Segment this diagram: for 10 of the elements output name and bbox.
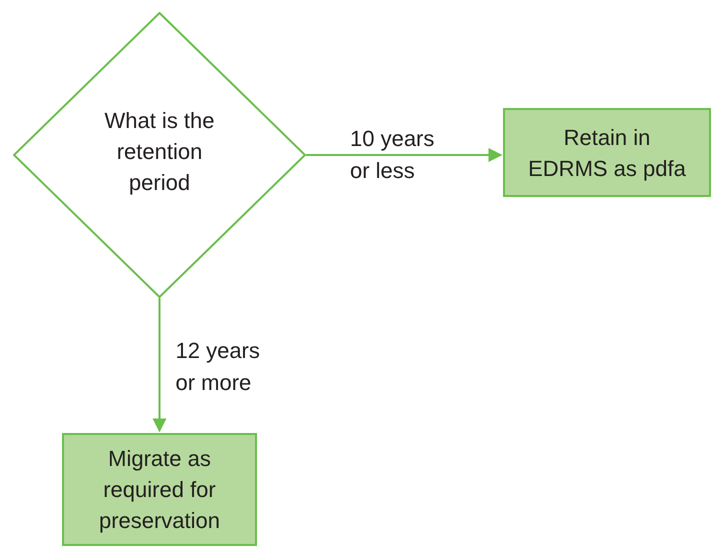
process-text: Retain in EDRMS as pdfa xyxy=(527,124,687,183)
decision-text: What is the retention period xyxy=(103,106,216,197)
arrow xyxy=(306,148,502,162)
process-box xyxy=(503,108,711,197)
arrow xyxy=(152,298,166,432)
process-box xyxy=(62,433,257,546)
edge-label: 12 years or more xyxy=(176,337,261,397)
process-text: Migrate as required for preservation xyxy=(98,445,222,535)
decision-diamond xyxy=(13,12,306,298)
edge-label: 10 years or less xyxy=(350,125,436,185)
